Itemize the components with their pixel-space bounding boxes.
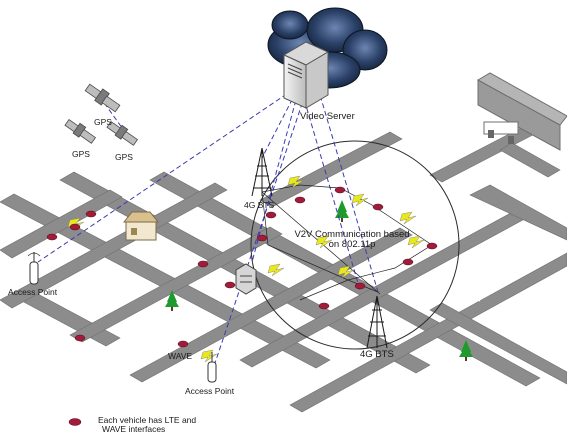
gps-label: GPS xyxy=(115,152,133,162)
road-segment xyxy=(0,189,123,259)
building xyxy=(476,72,567,151)
bts-tower-icon xyxy=(366,295,388,349)
car-icon xyxy=(318,302,330,310)
tree-icon xyxy=(165,290,179,311)
access-point-icon xyxy=(27,252,41,285)
car-icon xyxy=(402,258,414,266)
wave-label: WAVE xyxy=(168,351,193,361)
video-server-label: Video Server xyxy=(300,111,355,122)
road-network xyxy=(0,117,567,413)
car-icon xyxy=(354,282,366,290)
bts-label: 4G BTS xyxy=(244,200,275,210)
car-icon xyxy=(256,234,268,242)
gps-satellite-icon xyxy=(84,83,121,113)
bts-tower-icon xyxy=(251,147,273,197)
car-icon xyxy=(177,340,189,348)
v2v-label-line1: V2V Communication based xyxy=(294,229,410,240)
lightning-icon xyxy=(67,175,425,363)
legend-line1: Each vehicle has LTE and xyxy=(98,415,197,425)
car-icon xyxy=(68,418,82,426)
v2v-label-line2: on 802.11p xyxy=(328,239,376,251)
house-icon xyxy=(122,211,160,241)
tree-icon xyxy=(459,340,473,361)
car-icon xyxy=(426,242,438,250)
car-icon xyxy=(294,196,306,204)
car-icon xyxy=(85,210,97,218)
car-icon xyxy=(265,211,277,219)
bts-label: 4G BTS xyxy=(360,349,394,360)
crosswalk xyxy=(447,281,484,302)
car-icon xyxy=(372,203,384,211)
vehicles xyxy=(46,186,438,426)
legend-text: Each vehicle has LTE and WAVE interfaces xyxy=(98,415,197,435)
road-segment xyxy=(499,142,561,178)
tree-icon xyxy=(335,200,349,222)
road-segment xyxy=(289,252,567,413)
legend-line2: WAVE interfaces xyxy=(102,424,166,435)
car-icon xyxy=(74,334,86,342)
access-point-label: Access Point xyxy=(8,287,58,297)
gps-label: GPS xyxy=(72,149,90,159)
road-segment xyxy=(259,131,403,208)
road-segment xyxy=(469,184,567,241)
car-icon xyxy=(334,186,346,194)
gps-label: GPS xyxy=(94,117,112,127)
roadside-unit-icon xyxy=(235,263,257,295)
v2v-coverage-circle xyxy=(250,140,460,350)
gps-satellite-icon xyxy=(106,120,139,146)
road-segment xyxy=(129,227,413,383)
access-point-icon xyxy=(207,352,217,383)
gps-satellite-icon xyxy=(64,118,97,144)
server-icon xyxy=(282,41,330,109)
car-icon xyxy=(46,233,58,241)
v2v-label: V2V Communication based on 802.11p xyxy=(292,229,412,251)
car-icon xyxy=(69,223,81,231)
road-segment xyxy=(429,302,567,385)
car-icon xyxy=(197,260,209,268)
access-point-label: Access Point xyxy=(185,386,235,396)
car-icon xyxy=(224,281,236,289)
